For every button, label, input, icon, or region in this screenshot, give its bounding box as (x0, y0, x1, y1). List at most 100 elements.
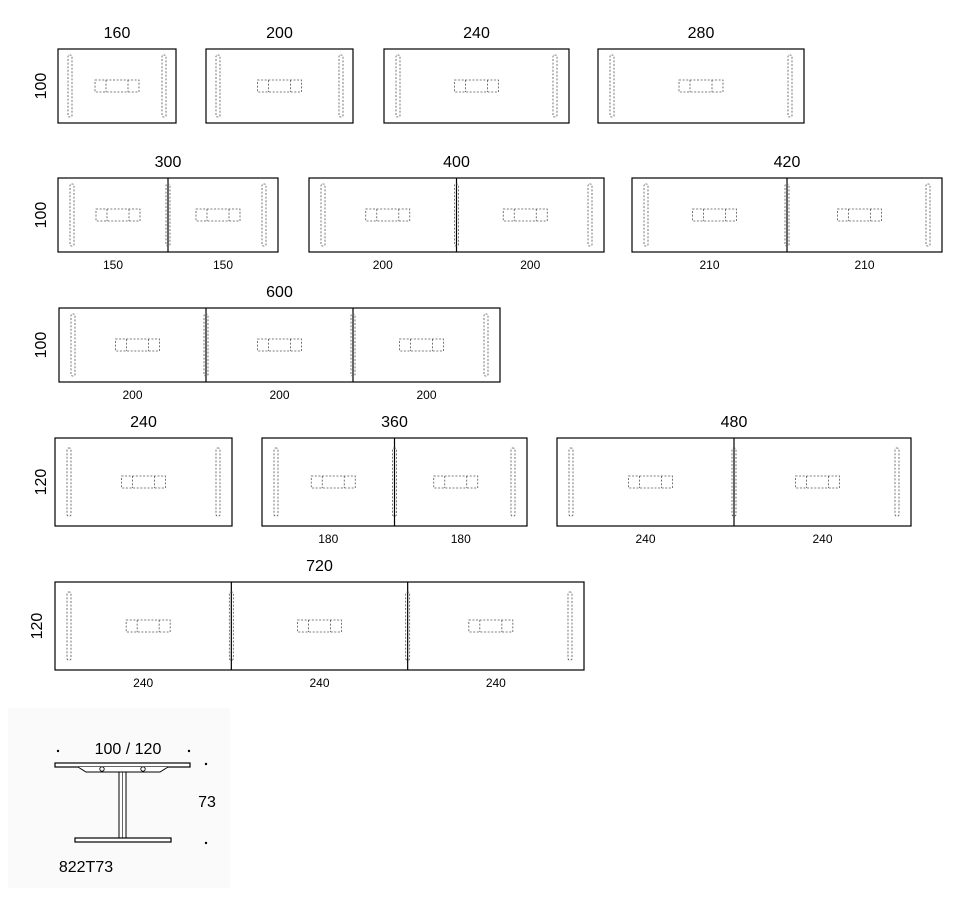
table-plan: 400 200 200 (308, 154, 605, 272)
leg-outline (338, 54, 344, 118)
table-outline (58, 307, 501, 383)
segment-length-label: 200 (269, 388, 289, 402)
leg-outline (552, 54, 558, 118)
segment-length-label: 180 (451, 532, 471, 546)
segment-length-label: 180 (318, 532, 338, 546)
table-plan: 360 180 180 (261, 414, 528, 546)
leg-outline (643, 183, 649, 247)
table-plan: 200 (205, 25, 354, 124)
joint-leg-outline (454, 183, 459, 247)
table-length-label: 400 (443, 154, 470, 171)
leg-outline (567, 591, 573, 661)
tabletop-outline (54, 762, 191, 768)
leg-outline (66, 447, 72, 517)
center-bar-outline (115, 338, 160, 352)
center-bar-outline (454, 79, 499, 93)
center-bar-outline (310, 475, 356, 489)
table-length-label: 480 (721, 414, 748, 431)
table-plan: 160 (57, 25, 177, 124)
joint-leg-outline (203, 313, 209, 377)
table-length-label: 600 (266, 284, 293, 301)
segment-length-label: 150 (213, 258, 233, 272)
table-length-label: 280 (688, 25, 715, 42)
leg-outline (161, 54, 167, 118)
depth-label: 100 (33, 73, 50, 100)
dim-dot (204, 762, 208, 766)
center-bar-outline (502, 208, 548, 222)
table-length-label: 420 (774, 154, 801, 171)
table-outline (597, 48, 805, 124)
side-width-label: 100 / 120 (95, 741, 162, 758)
center-bar-outline (678, 79, 724, 93)
model-code: 822T73 (59, 859, 113, 876)
joint-leg-outline (392, 447, 397, 517)
table-length-label: 360 (381, 414, 408, 431)
center-bar-outline (433, 475, 479, 489)
leg-outline (894, 447, 900, 517)
center-bar-outline (628, 475, 673, 489)
segment-length-label: 200 (520, 258, 540, 272)
segment-length-label: 240 (635, 532, 655, 546)
leg-outline (69, 183, 75, 247)
depth-label: 120 (33, 469, 50, 496)
table-plan: 480 240 240 (556, 414, 912, 546)
segment-length-label: 200 (373, 258, 393, 272)
leg-outline (395, 54, 401, 118)
table-length-label: 240 (130, 414, 157, 431)
table-length-label: 720 (306, 558, 333, 575)
center-bar-outline (257, 338, 302, 352)
leg-outline (70, 313, 76, 377)
table-plan: 240 (54, 414, 233, 527)
depth-label: 100 (33, 202, 50, 229)
leg-outline (568, 447, 574, 517)
segment-length-label: 240 (133, 676, 153, 690)
bolt-outline (140, 766, 146, 772)
segment-length-label: 240 (812, 532, 832, 546)
table-plan: 240 (383, 25, 570, 124)
segment-length-label: 240 (309, 676, 329, 690)
table-outline (54, 581, 585, 671)
center-bar-outline (195, 208, 241, 222)
joint-leg-outline (350, 313, 356, 377)
center-bar-outline (365, 208, 411, 222)
center-bar-outline (692, 208, 737, 222)
center-bar-outline (257, 79, 302, 93)
table-outline (54, 437, 233, 527)
bolt-outline (99, 766, 105, 772)
leg-outline (273, 447, 279, 517)
table-length-label: 240 (463, 25, 490, 42)
joint-leg-outline (784, 183, 790, 247)
leg-outline (787, 54, 793, 118)
depth-label: 120 (29, 613, 46, 640)
center-bar-outline (837, 208, 882, 222)
center-bar-outline (795, 475, 840, 489)
leg-outline (67, 54, 73, 118)
table-outline (205, 48, 354, 124)
table-outline (383, 48, 570, 124)
joint-leg-outline (731, 447, 737, 517)
leg-outline (483, 313, 489, 377)
center-bar-outline (94, 79, 140, 93)
center-bar-outline (121, 475, 166, 489)
segment-length-label: 150 (103, 258, 123, 272)
center-bar-outline (125, 619, 171, 633)
leg-outline (215, 447, 221, 517)
plan-row: 100 160 200 240 280 (33, 25, 805, 124)
leg-outline (66, 591, 72, 661)
leg-outline (925, 183, 931, 247)
dim-dot (187, 749, 191, 753)
table-length-label: 160 (104, 25, 131, 42)
joint-leg-outline (405, 591, 411, 661)
segment-length-label: 210 (699, 258, 719, 272)
joint-leg-outline (228, 591, 234, 661)
leg-outline (609, 54, 615, 118)
dim-dot (204, 841, 208, 845)
leg-outline (261, 183, 267, 247)
